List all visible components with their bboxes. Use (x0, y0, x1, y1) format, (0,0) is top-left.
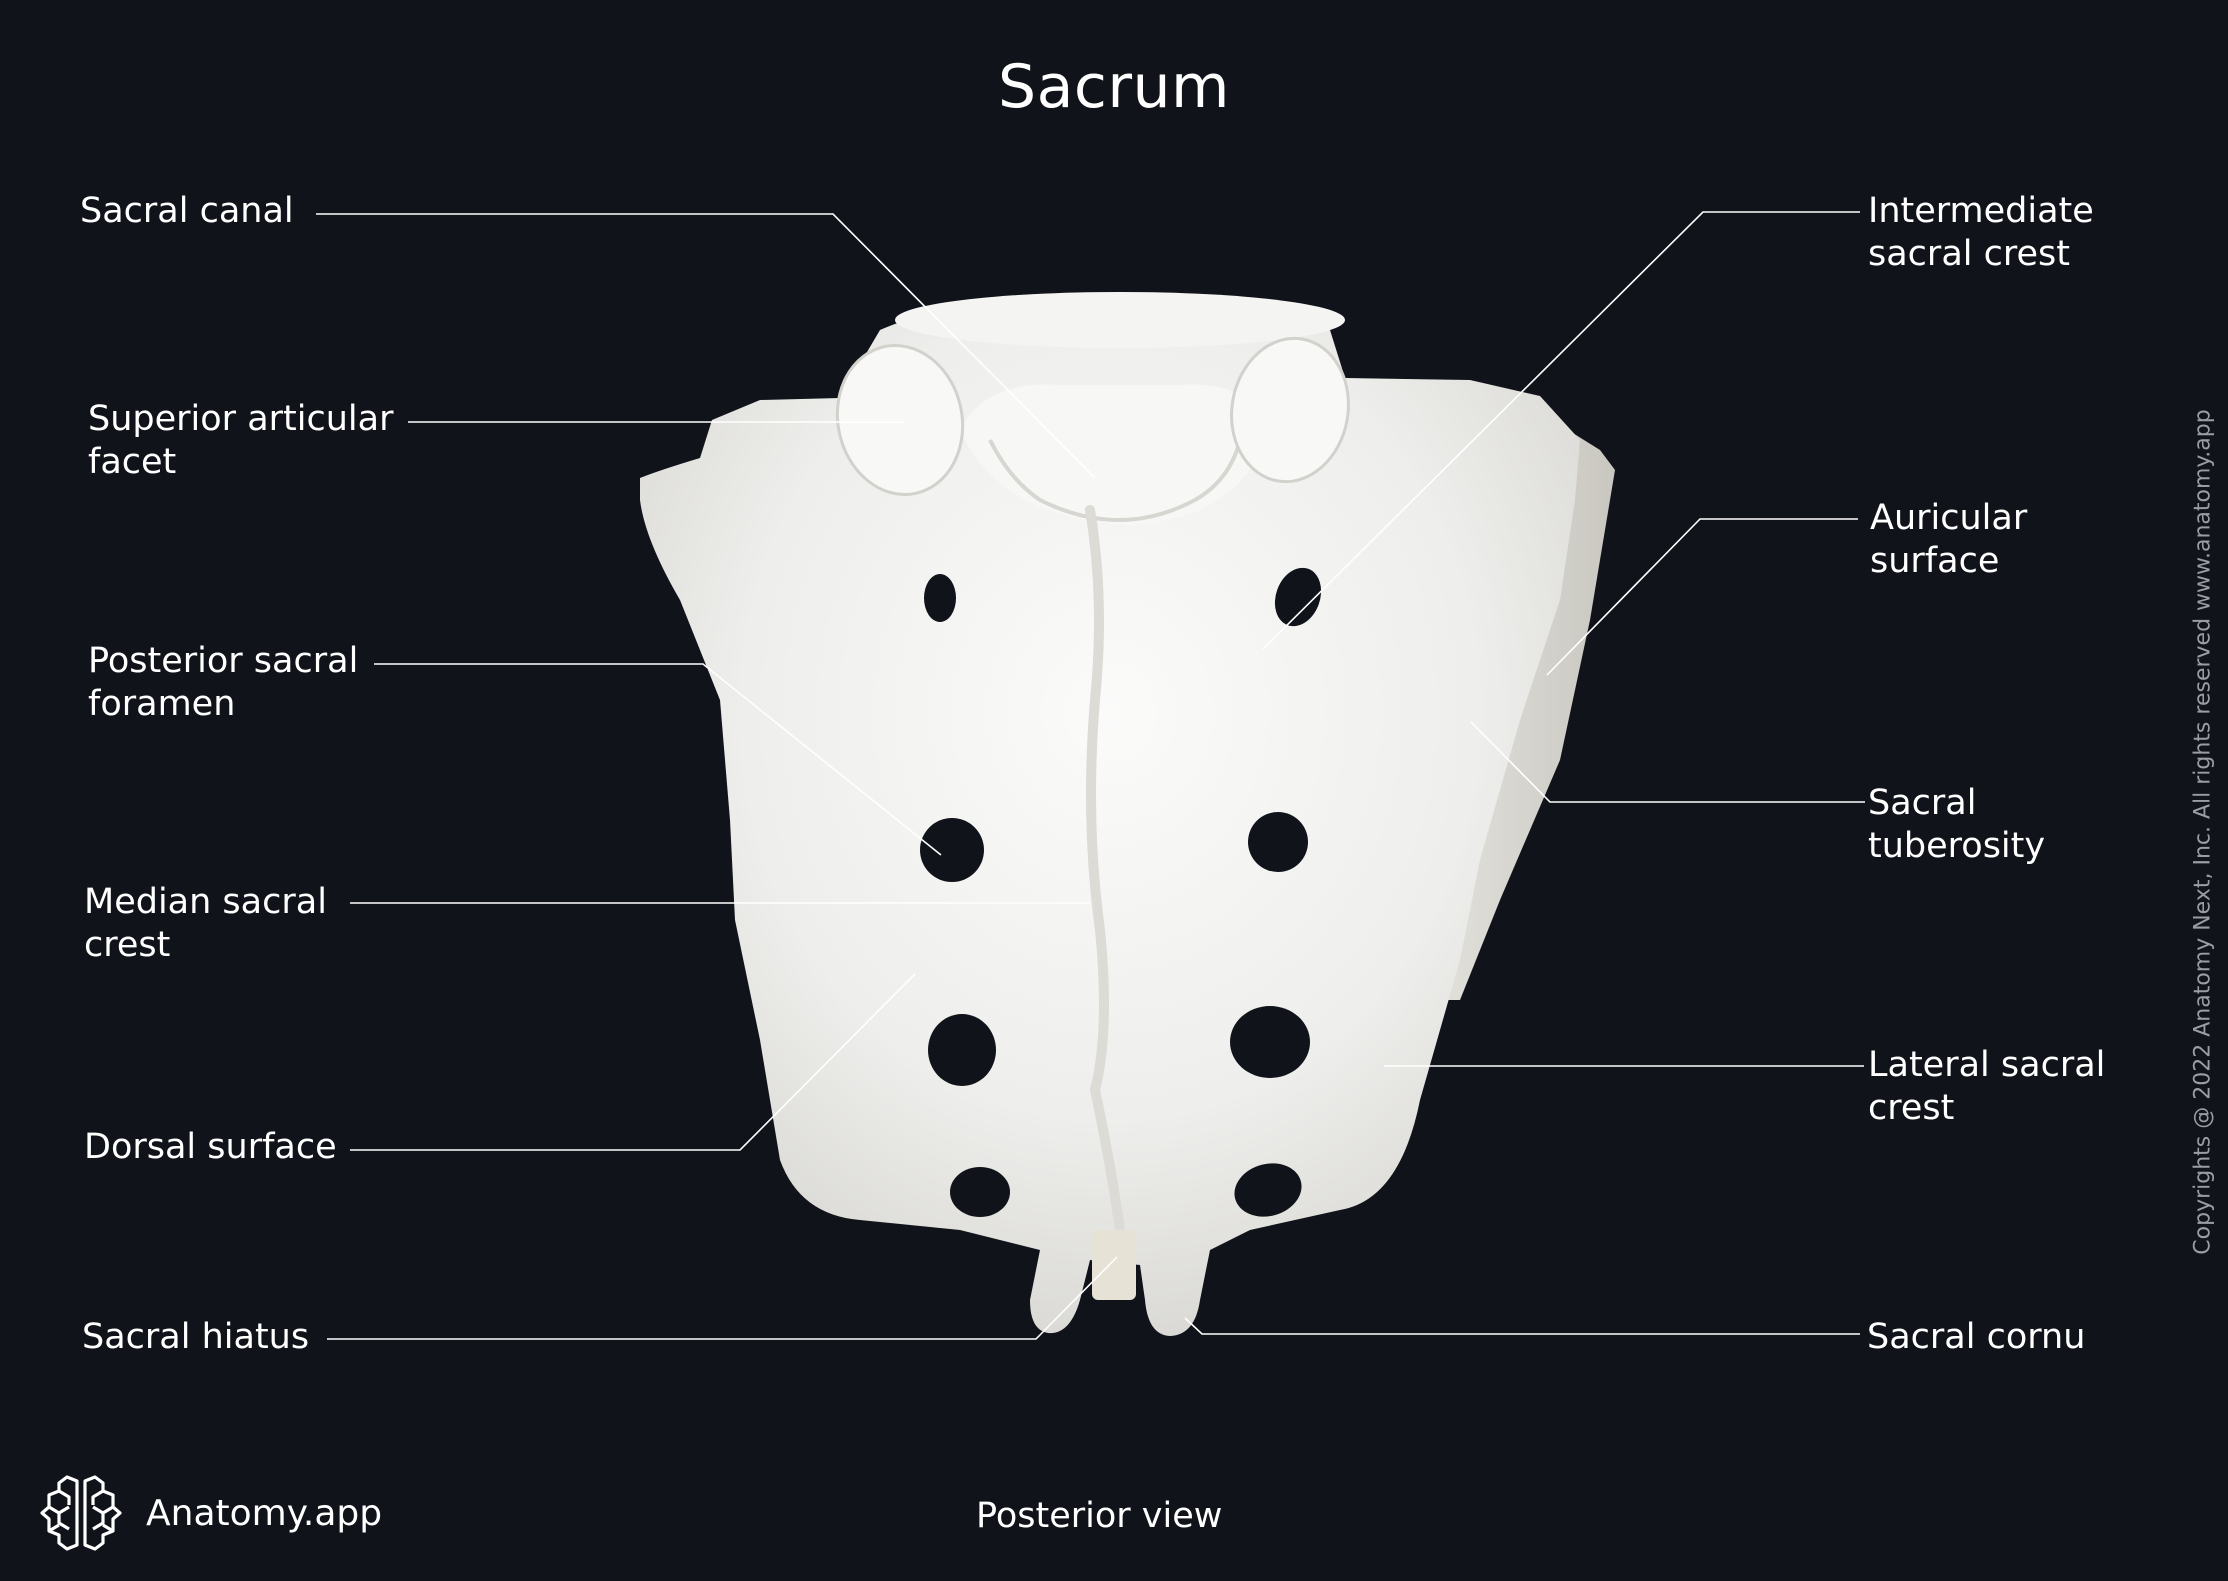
leader-sacral-tuberosity (1470, 721, 1865, 803)
label-lateral-sacral-crest: Lateral sacral crest (1868, 1044, 2105, 1130)
label-text: crest (84, 925, 171, 965)
label-text: Sacral canal (80, 191, 294, 231)
label-text: crest (1868, 1088, 1955, 1128)
sacrum-bone (640, 292, 1615, 1337)
label-text: Superior articular (88, 399, 394, 439)
label-sacral-cornu: Sacral cornu (1867, 1316, 2085, 1359)
leader-sacral-cornu (1184, 1317, 1860, 1335)
label-text: sacral crest (1868, 234, 2070, 274)
leader-intermediate-sacral-crest (1262, 211, 1860, 650)
label-text: Intermediate (1868, 191, 2094, 231)
brand-logo[interactable]: Anatomy.app (40, 1475, 382, 1551)
leader-auricular-surface (1546, 518, 1858, 676)
label-text: Lateral sacral (1868, 1045, 2106, 1085)
label-sacral-tuberosity: Sacral tuberosity (1868, 782, 2045, 868)
label-text: Dorsal surface (84, 1127, 337, 1167)
view-caption: Posterior view (976, 1496, 1223, 1536)
label-text: tuberosity (1868, 826, 2046, 866)
copyright-notice: Copyrights @ 2022 Anatomy Next, Inc. All… (2190, 409, 2216, 1255)
label-superior-articular-facet: Superior articular facet (88, 398, 393, 484)
label-dorsal-surface: Dorsal surface (84, 1126, 337, 1169)
label-median-sacral-crest: Median sacral crest (84, 881, 327, 967)
label-posterior-sacral-foramen: Posterior sacral foramen (88, 640, 358, 726)
label-text: Sacral hiatus (82, 1317, 310, 1357)
label-sacral-canal: Sacral canal (80, 190, 294, 233)
leader-dorsal-surface (350, 973, 916, 1151)
label-text: foramen (88, 684, 236, 724)
leader-sacral-canal (316, 213, 1096, 479)
leader-posterior-sacral-foramen (374, 663, 942, 856)
brain-icon (40, 1475, 122, 1551)
label-auricular-surface: Auricular surface (1870, 497, 2027, 583)
label-text: surface (1870, 541, 2000, 581)
leader-sacral-hiatus (327, 1256, 1118, 1340)
label-text: Sacral (1868, 783, 1977, 823)
brand-name: Anatomy.app (146, 1492, 383, 1534)
posterior-sacral-foramina (920, 567, 1322, 1217)
label-intermediate-sacral-crest: Intermediate sacral crest (1868, 190, 2094, 276)
label-text: Posterior sacral (88, 641, 359, 681)
label-text: Auricular (1870, 498, 2028, 538)
label-text: Median sacral (84, 882, 327, 922)
leader-lines (316, 211, 1865, 1340)
label-text: facet (88, 442, 177, 482)
diagram-title: Sacrum (998, 52, 1230, 122)
label-text: Sacral cornu (1867, 1317, 2086, 1357)
label-sacral-hiatus: Sacral hiatus (82, 1316, 309, 1359)
